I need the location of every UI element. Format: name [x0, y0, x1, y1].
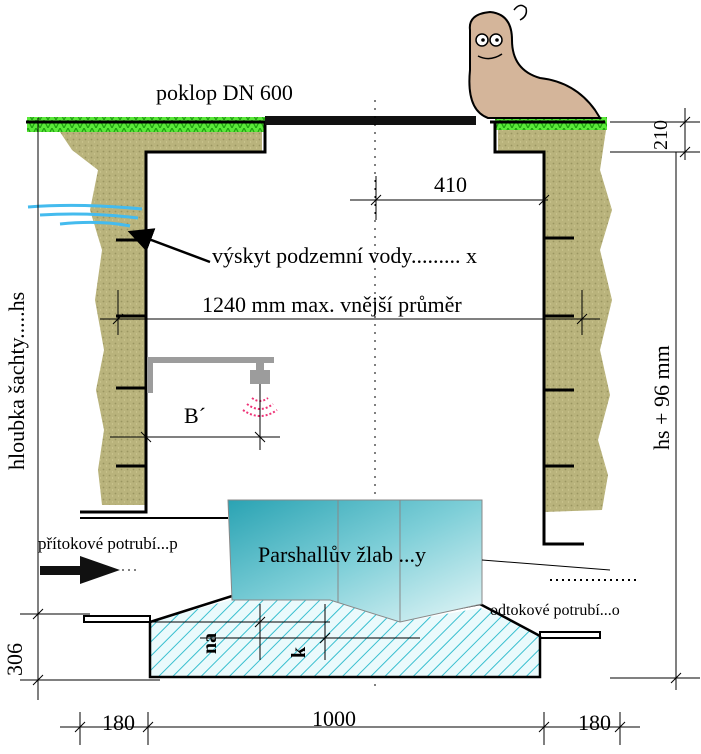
dim-210-label: 210 [650, 120, 672, 150]
arrow-right-icon [40, 556, 140, 584]
dim-b-prime [110, 431, 280, 443]
manhole-cover [265, 116, 476, 125]
dim-410 [350, 176, 550, 220]
dim-180-right-label: 180 [578, 710, 611, 735]
groundwater-arrow [127, 228, 211, 264]
outlet-pipe [539, 631, 601, 639]
groundwater-label: výskyt podzemní vody......... x [212, 243, 477, 268]
manhole-wall [26, 120, 605, 546]
outlet-label: odtokové potrubí...o [490, 602, 620, 619]
worm-mascot-icon [468, 4, 602, 119]
b-prime-label: B´ [184, 403, 206, 428]
flume-label: Parshallův žlab ...y [258, 542, 427, 567]
parshall-flume [227, 499, 483, 623]
depth-right-label: hs + 96 mm [649, 345, 674, 450]
depth-left-label: hloubka šachty.....hs [4, 291, 29, 470]
inlet-pipe [83, 615, 151, 623]
dim-180-left-label: 180 [102, 710, 135, 735]
dim-306-label: 306 [2, 643, 27, 676]
dim-410-label: 410 [434, 172, 467, 197]
sensor-bracket [147, 357, 278, 450]
na-label: na [199, 632, 221, 654]
dim-210 [610, 108, 700, 160]
ultrasonic-sensor-icon [250, 370, 270, 384]
cover-label: poklop DN 600 [156, 80, 293, 105]
soil-fill [60, 130, 612, 512]
dim-hs96 [610, 152, 700, 690]
dim-1240 [100, 290, 600, 335]
ladder-rungs-right [544, 236, 574, 468]
diameter-label: 1240 mm max. vnější průměr [202, 292, 462, 317]
inlet-label: přítokové potrubí...p [38, 534, 178, 553]
dim-1000-label: 1000 [312, 706, 356, 731]
dim-na-k [150, 604, 420, 660]
groundwater-lines [27, 203, 143, 228]
dim-depth-left [20, 118, 160, 700]
k-label: k [288, 646, 310, 658]
flume-outlet-line [481, 559, 611, 571]
dim-bottom [60, 712, 640, 745]
